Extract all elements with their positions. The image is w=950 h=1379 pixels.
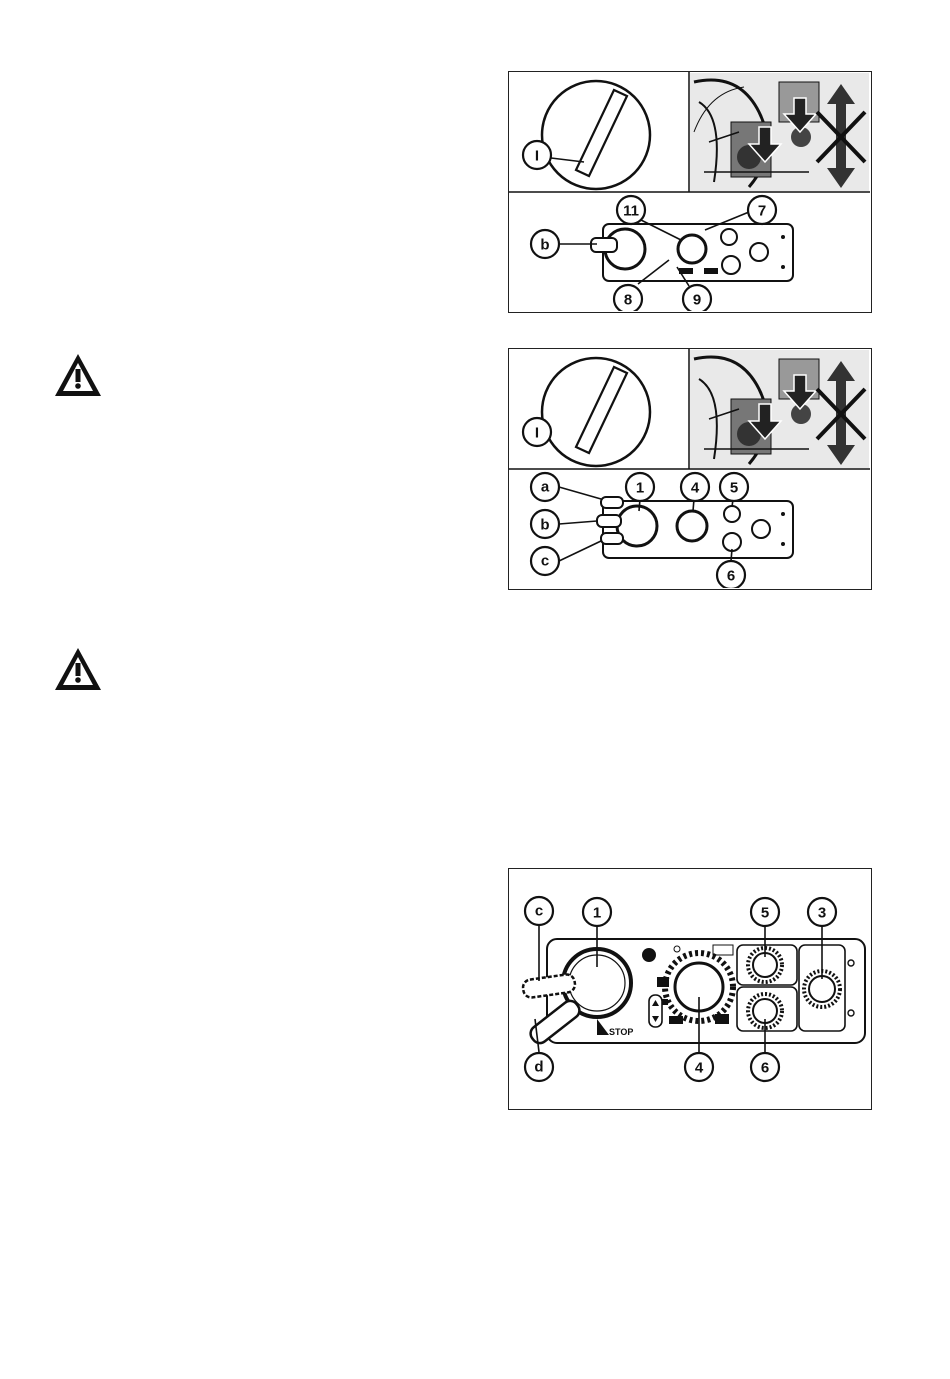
selector-disc-icon (542, 81, 650, 189)
svg-text:6: 6 (761, 1060, 769, 1077)
callout-3: 3 (808, 898, 836, 926)
svg-text:b: b (540, 237, 549, 254)
callout-c: c (531, 547, 559, 575)
svg-text:1: 1 (636, 480, 644, 497)
callout-8: 8 (614, 285, 642, 311)
callout-6: 6 (751, 1053, 779, 1081)
svg-text:I: I (535, 148, 539, 165)
callout-i: I (523, 141, 551, 169)
figure-1: I b 11 7 8 9 (508, 71, 872, 313)
svg-text:I: I (535, 425, 539, 442)
svg-text:6: 6 (727, 568, 735, 585)
svg-text:a: a (541, 479, 550, 496)
svg-text:c: c (535, 903, 543, 920)
control-panel (591, 224, 793, 281)
svg-text:b: b (540, 517, 549, 534)
figure-3-drawing: STOP (509, 869, 870, 1108)
control-panel: STOP (522, 939, 865, 1046)
svg-text:d: d (534, 1059, 543, 1076)
callout-9: 9 (683, 285, 711, 311)
svg-text:1: 1 (593, 905, 601, 922)
callout-5: 5 (751, 898, 779, 926)
warning-triangle-icon (53, 646, 103, 692)
selector-disc-icon (542, 358, 650, 466)
figure-1-drawing: I b 11 7 8 9 (509, 72, 870, 311)
stop-label: STOP (609, 1027, 633, 1037)
figure-2-drawing: I a b c 1 4 5 6 (509, 349, 870, 588)
svg-text:11: 11 (623, 203, 639, 220)
callout-a: a (531, 473, 559, 501)
callout-c: c (525, 897, 553, 925)
svg-text:4: 4 (691, 480, 700, 497)
warning-triangle-icon (53, 352, 103, 398)
callout-1: 1 (626, 473, 654, 501)
callout-1: 1 (583, 898, 611, 926)
svg-text:3: 3 (818, 905, 826, 922)
callout-7: 7 (748, 196, 776, 224)
callout-5: 5 (720, 473, 748, 501)
svg-text:5: 5 (761, 905, 769, 922)
callout-i: I (523, 418, 551, 446)
control-panel (597, 497, 793, 558)
svg-text:c: c (541, 553, 549, 570)
figure-2: I a b c 1 4 5 6 (508, 348, 872, 590)
svg-text:7: 7 (758, 203, 766, 220)
callout-d: d (525, 1053, 553, 1081)
callout-6: 6 (717, 561, 745, 588)
figure-3: STOP (508, 868, 872, 1110)
svg-text:5: 5 (730, 480, 738, 497)
svg-text:9: 9 (693, 292, 701, 309)
callout-11: 11 (617, 196, 645, 224)
callout-4: 4 (681, 473, 709, 501)
svg-text:4: 4 (695, 1060, 704, 1077)
svg-text:8: 8 (624, 292, 632, 309)
callout-4: 4 (685, 1053, 713, 1081)
callout-b: b (531, 510, 559, 538)
callout-b: b (531, 230, 559, 258)
